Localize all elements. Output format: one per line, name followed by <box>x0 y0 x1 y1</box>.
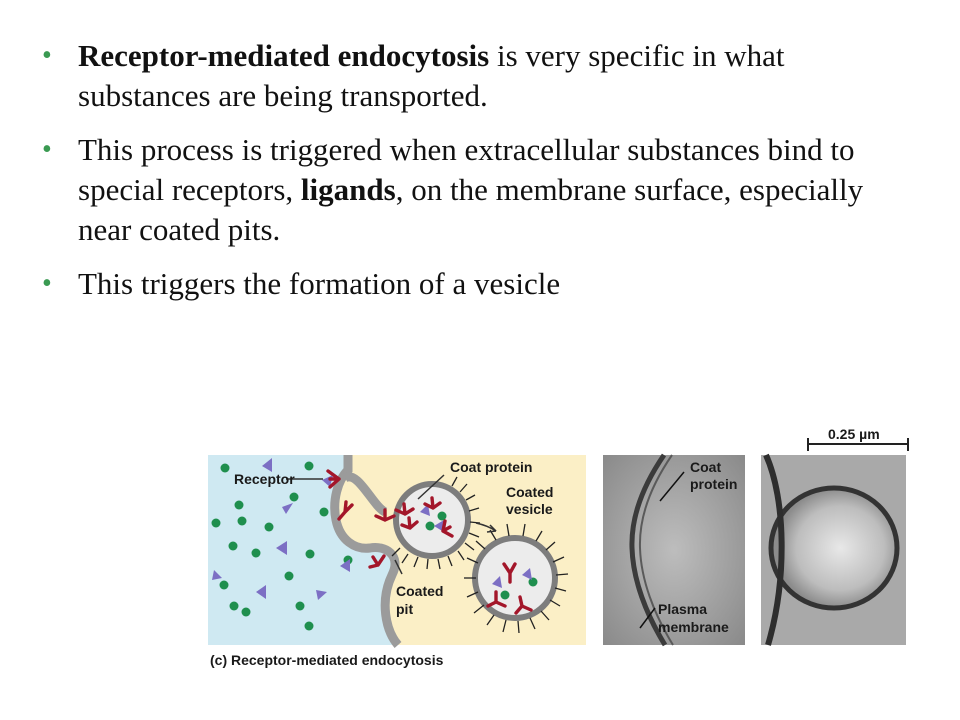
micrograph-coat-pit <box>638 454 674 646</box>
bullet-item-1: • Receptor-mediated endocytosis is very … <box>40 36 920 116</box>
label-leaders <box>286 474 497 575</box>
scale-bar <box>807 438 909 451</box>
label-plasma-1: Plasma <box>658 601 707 617</box>
micrograph-membrane-vesicle <box>763 453 785 646</box>
bullet-dot: • <box>42 134 52 165</box>
label-micro-coat-2: protein <box>690 476 737 492</box>
bullet-list: • Receptor-mediated endocytosis is very … <box>40 36 920 318</box>
bullet-text-pre: This process is triggered when extracell… <box>78 132 855 207</box>
bullet-dot: • <box>42 268 52 299</box>
budding-pit <box>391 476 481 570</box>
figure-labels: Receptor Coat protein Coated vesicle Coa… <box>210 426 880 668</box>
receptor-proteins <box>326 469 533 615</box>
bullet-dot: • <box>42 40 52 71</box>
micrograph-pit <box>603 455 745 645</box>
bullet-text: This triggers the formation of a vesicle <box>78 266 561 301</box>
bullet-text: is very specific in what substances are … <box>78 38 785 113</box>
label-plasma-2: membrane <box>658 619 729 635</box>
bullet-bold-term: Receptor-mediated endocytosis <box>78 38 490 73</box>
figure-caption: (c) Receptor-mediated endocytosis <box>210 652 444 668</box>
label-coat-protein: Coat protein <box>450 459 532 475</box>
bullet-text-post: , on the membrane surface, especially ne… <box>78 172 864 247</box>
label-coated-pit-2: pit <box>396 601 413 617</box>
bullet-item-2: • This process is triggered when extrace… <box>40 130 920 250</box>
bullet-bold-term: ligands <box>300 172 396 207</box>
label-micro-coat-1: Coat <box>690 459 721 475</box>
label-coated-vesicle-2: vesicle <box>506 501 553 517</box>
label-scale: 0.25 µm <box>828 426 880 442</box>
label-coated-vesicle-1: Coated <box>506 484 553 500</box>
bullet-item-3: • This triggers the formation of a vesic… <box>40 264 920 304</box>
micrograph-leaders <box>639 471 685 629</box>
membrane-bud <box>342 472 388 516</box>
plasma-membrane <box>330 455 402 648</box>
label-receptor: Receptor <box>234 471 295 487</box>
label-coated-pit-1: Coated <box>396 583 443 599</box>
micrograph-coated-vesicle <box>768 485 900 611</box>
